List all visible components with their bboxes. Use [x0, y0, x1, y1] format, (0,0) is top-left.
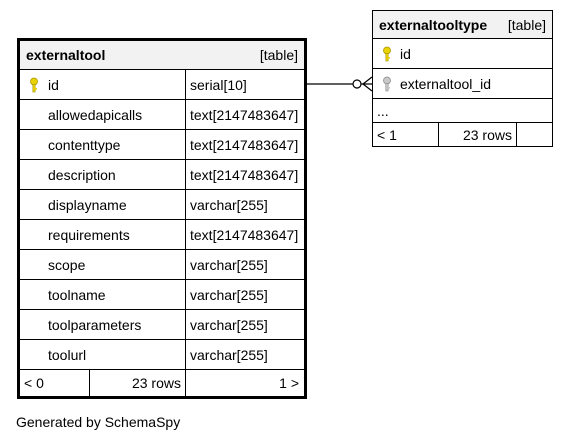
column-type: text[2147483647]	[190, 136, 299, 153]
column-name: id	[48, 76, 59, 93]
column-type: serial[10]	[190, 76, 247, 93]
column-type: text[2147483647]	[190, 106, 299, 123]
children-count	[517, 123, 552, 146]
primary-key-icon	[383, 46, 391, 62]
table-kind: [table]	[507, 16, 546, 33]
column-name: toolurl	[48, 346, 87, 363]
column-type: text[2147483647]	[190, 226, 299, 243]
zero-marker	[352, 79, 362, 89]
column-row-description[interactable]: description text[2147483647]	[20, 160, 304, 190]
table-header: externaltooltype [table]	[373, 11, 552, 39]
column-name: contenttype	[48, 136, 121, 153]
column-row-requirements[interactable]: requirements text[2147483647]	[20, 220, 304, 250]
more-columns-ellipsis: ...	[373, 99, 552, 123]
column-row-displayname[interactable]: displayname varchar[255]	[20, 190, 304, 220]
column-row-toolurl[interactable]: toolurl varchar[255]	[20, 340, 304, 370]
row-count: 23 rows	[90, 370, 186, 396]
table-name[interactable]: externaltool	[26, 47, 106, 63]
column-type: varchar[255]	[190, 346, 268, 363]
column-name: displayname	[48, 196, 127, 213]
column-name: requirements	[48, 226, 130, 243]
crowfoot-upper	[362, 76, 373, 85]
parents-count[interactable]: < 1	[373, 123, 439, 146]
table-footer: < 1 23 rows	[373, 123, 552, 146]
column-type: varchar[255]	[190, 286, 268, 303]
column-name: externaltool_id	[400, 75, 492, 92]
column-row-allowedapicalls[interactable]: allowedapicalls text[2147483647]	[20, 100, 304, 130]
table-name[interactable]: externaltooltype	[379, 16, 488, 33]
column-row-id[interactable]: id	[373, 39, 552, 69]
column-name: allowedapicalls	[48, 106, 143, 123]
column-row-scope[interactable]: scope varchar[255]	[20, 250, 304, 280]
column-name: toolname	[48, 286, 106, 303]
crowfoot-lower	[362, 83, 373, 92]
table-header: externaltool [table]	[20, 41, 304, 70]
column-name: scope	[48, 256, 86, 273]
column-type: varchar[255]	[190, 196, 268, 213]
table-kind: [table]	[259, 47, 298, 63]
column-name: description	[48, 166, 116, 183]
column-name: toolparameters	[48, 316, 142, 333]
column-row-contenttype[interactable]: contenttype text[2147483647]	[20, 130, 304, 160]
externaltool-table[interactable]: externaltool [table] id serial[10] allow…	[17, 38, 307, 399]
column-type: varchar[255]	[190, 256, 268, 273]
parents-count[interactable]: < 0	[20, 370, 90, 396]
row-count: 23 rows	[439, 123, 517, 146]
column-type: varchar[255]	[190, 316, 268, 333]
primary-key-icon	[30, 77, 38, 93]
column-row-externaltool-id[interactable]: externaltool_id	[373, 69, 552, 99]
externaltooltype-table[interactable]: externaltooltype [table] id externaltool…	[372, 10, 553, 147]
column-row-toolname[interactable]: toolname varchar[255]	[20, 280, 304, 310]
foreign-key-icon	[383, 76, 391, 92]
table-footer: < 0 23 rows 1 >	[20, 370, 304, 396]
column-row-id[interactable]: id serial[10]	[20, 70, 304, 100]
column-row-toolparameters[interactable]: toolparameters varchar[255]	[20, 310, 304, 340]
column-type: text[2147483647]	[190, 166, 299, 183]
generated-by-text: Generated by SchemaSpy	[16, 414, 181, 430]
column-name: id	[400, 45, 411, 62]
children-count[interactable]: 1 >	[279, 375, 299, 391]
